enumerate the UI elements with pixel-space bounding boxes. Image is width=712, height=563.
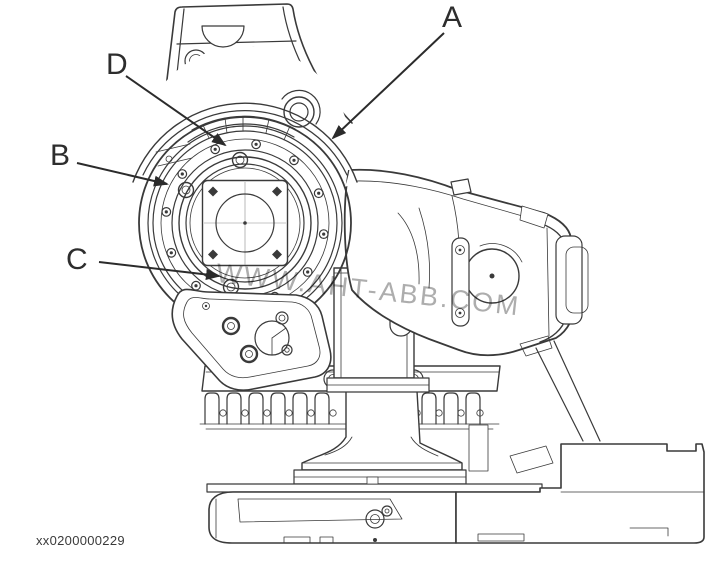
cooling-fins <box>199 392 500 430</box>
plug-d-target <box>231 151 249 169</box>
callout-arrow-c <box>98 261 221 280</box>
callout-label-a: A <box>442 1 462 34</box>
bolt-b-target <box>177 181 195 199</box>
callout-label-c: C <box>66 243 88 276</box>
triangle-bracket <box>171 288 332 391</box>
center-plate <box>201 179 289 267</box>
callout-arrow-d <box>125 75 227 147</box>
upper-arm <box>343 168 589 357</box>
callout-arrow-b <box>76 162 169 187</box>
callouts: A B C D <box>50 1 462 280</box>
callout-arrow-a <box>331 32 445 140</box>
callout-label-b: B <box>50 139 70 172</box>
axis-gear-housing <box>132 45 358 330</box>
motor-end-cap <box>519 205 589 357</box>
figure-id-caption: xx0200000229 <box>36 533 125 548</box>
robot-base <box>199 340 705 544</box>
lifting-lug <box>281 89 321 128</box>
callout-label-d: D <box>106 48 128 81</box>
